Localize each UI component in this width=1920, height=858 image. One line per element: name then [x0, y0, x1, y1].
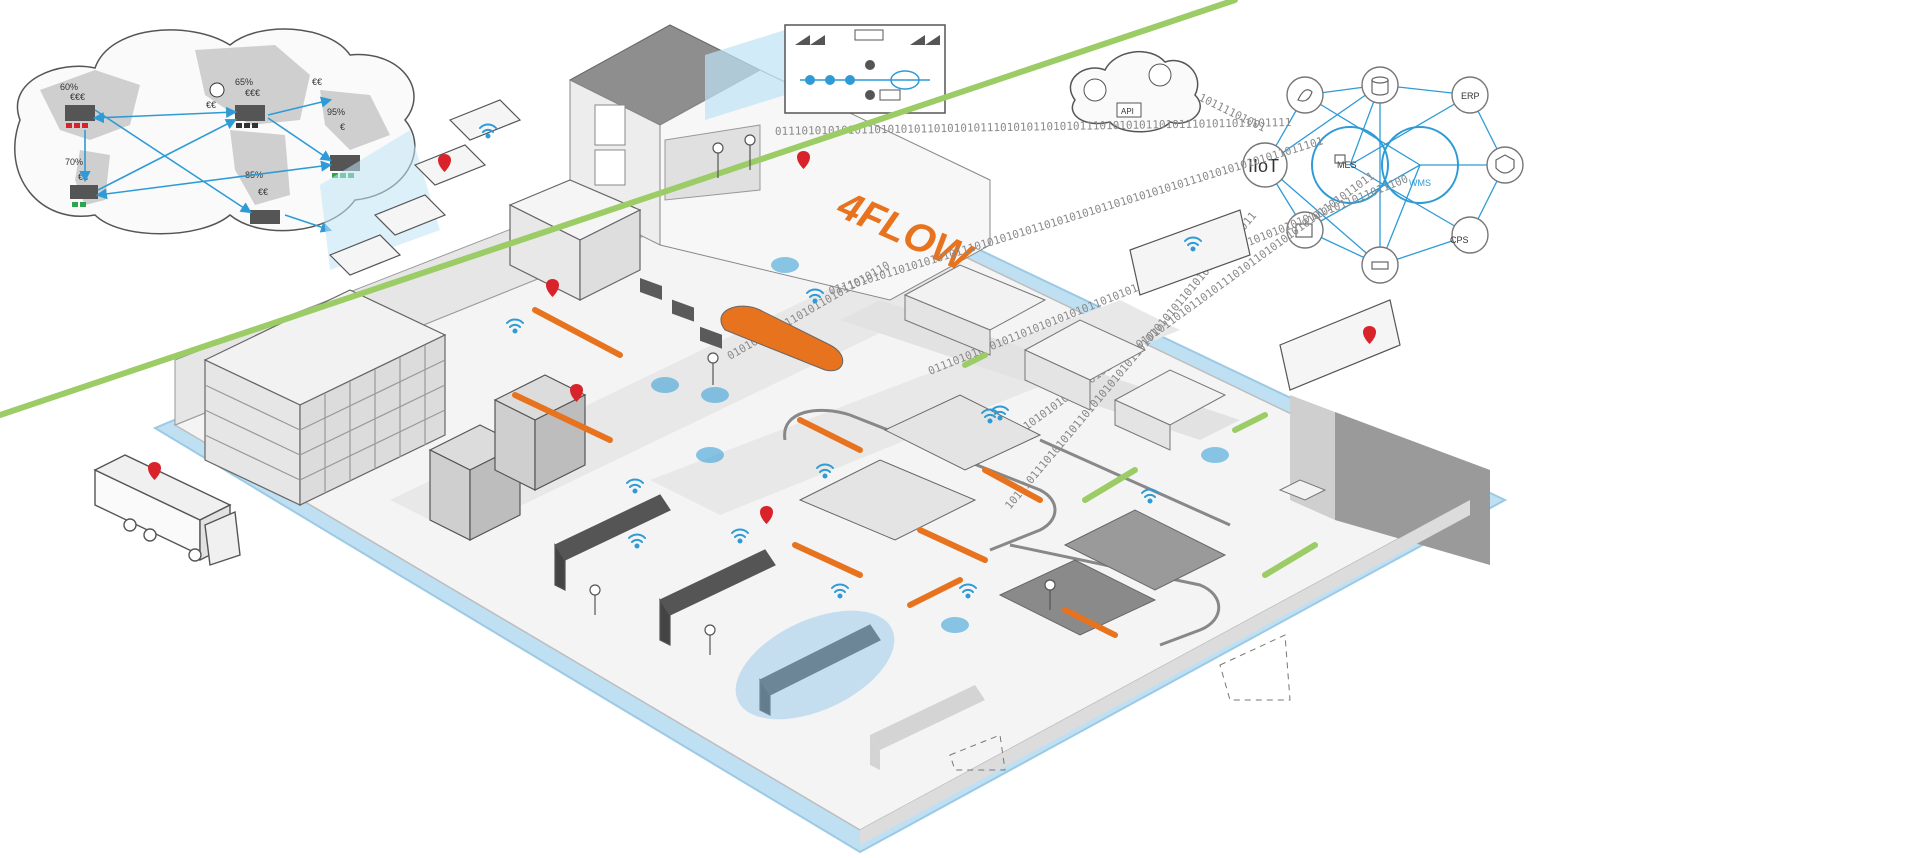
- site-percent: 95%: [327, 107, 345, 117]
- high-bay-rack: [203, 289, 447, 506]
- site-cost: €€€: [245, 88, 260, 98]
- clock-icon: [209, 82, 225, 98]
- site-percent: 65%: [235, 77, 253, 87]
- site-cost: €€: [258, 187, 268, 197]
- location-pin-icon: [797, 151, 810, 169]
- site-percent: 60%: [60, 82, 78, 92]
- erp-label: ERP: [1461, 91, 1480, 101]
- iiot-nodes: [1242, 66, 1524, 284]
- shelving-rack: [508, 179, 642, 301]
- delivery-truck: [93, 454, 241, 566]
- leaf-icon: [1297, 89, 1313, 102]
- factory-icon: [1334, 154, 1346, 164]
- api-label: API: [1121, 107, 1134, 116]
- site-percent: 70%: [65, 157, 83, 167]
- report-icon: [1295, 223, 1313, 238]
- node-icons: [1295, 76, 1515, 270]
- location-pin-icon: [148, 462, 161, 480]
- wifi-icons: [479, 123, 1202, 599]
- dock-trucks: [328, 99, 1401, 391]
- process-diagram-callout: [705, 24, 946, 120]
- router-icon: [1371, 261, 1389, 270]
- location-pin-icon: [570, 384, 583, 402]
- conveyor-loop: [783, 408, 1231, 647]
- site-cost: €€: [312, 77, 322, 87]
- site-cost: €: [340, 122, 345, 132]
- location-pin-icon: [438, 154, 451, 172]
- gear-icon: [1083, 78, 1107, 102]
- ghost-machine: [870, 685, 985, 770]
- cloud-factory-icons: [65, 105, 360, 224]
- location-pin-icon: [760, 506, 773, 524]
- wms-label: WMS: [1409, 178, 1431, 188]
- highlight-zone: [735, 610, 895, 720]
- services-cloud: API: [1069, 51, 1201, 133]
- iiot-label: IIoT: [1248, 156, 1279, 176]
- outbound-arrows: [0, 0, 1318, 578]
- production-machines: [428, 374, 881, 716]
- location-pin-icon: [546, 279, 559, 297]
- global-network-cloud: 60% €€€ 65% €€€ 70% €€ 95% € 85% €€ €€ €…: [14, 28, 440, 270]
- pallet-stacks: [903, 264, 1327, 501]
- workers: [589, 134, 1056, 655]
- loading-docks: [949, 634, 1291, 771]
- robot-cells: [798, 394, 1227, 636]
- material-flow-arrows: [512, 307, 1118, 638]
- site-cost: €€: [206, 100, 216, 110]
- location-pins: [148, 151, 1376, 524]
- mes-label: MES: [1337, 160, 1357, 170]
- location-pin-icon: [1363, 326, 1376, 344]
- shield-icon: [1495, 154, 1515, 174]
- conveyor-belt: [720, 305, 843, 372]
- site-cost: €€€: [70, 92, 85, 102]
- site-cost: €€: [78, 172, 88, 182]
- cps-label: CPS: [1450, 235, 1469, 245]
- agv-markers: [651, 257, 1229, 633]
- phone-icon: [1148, 63, 1172, 87]
